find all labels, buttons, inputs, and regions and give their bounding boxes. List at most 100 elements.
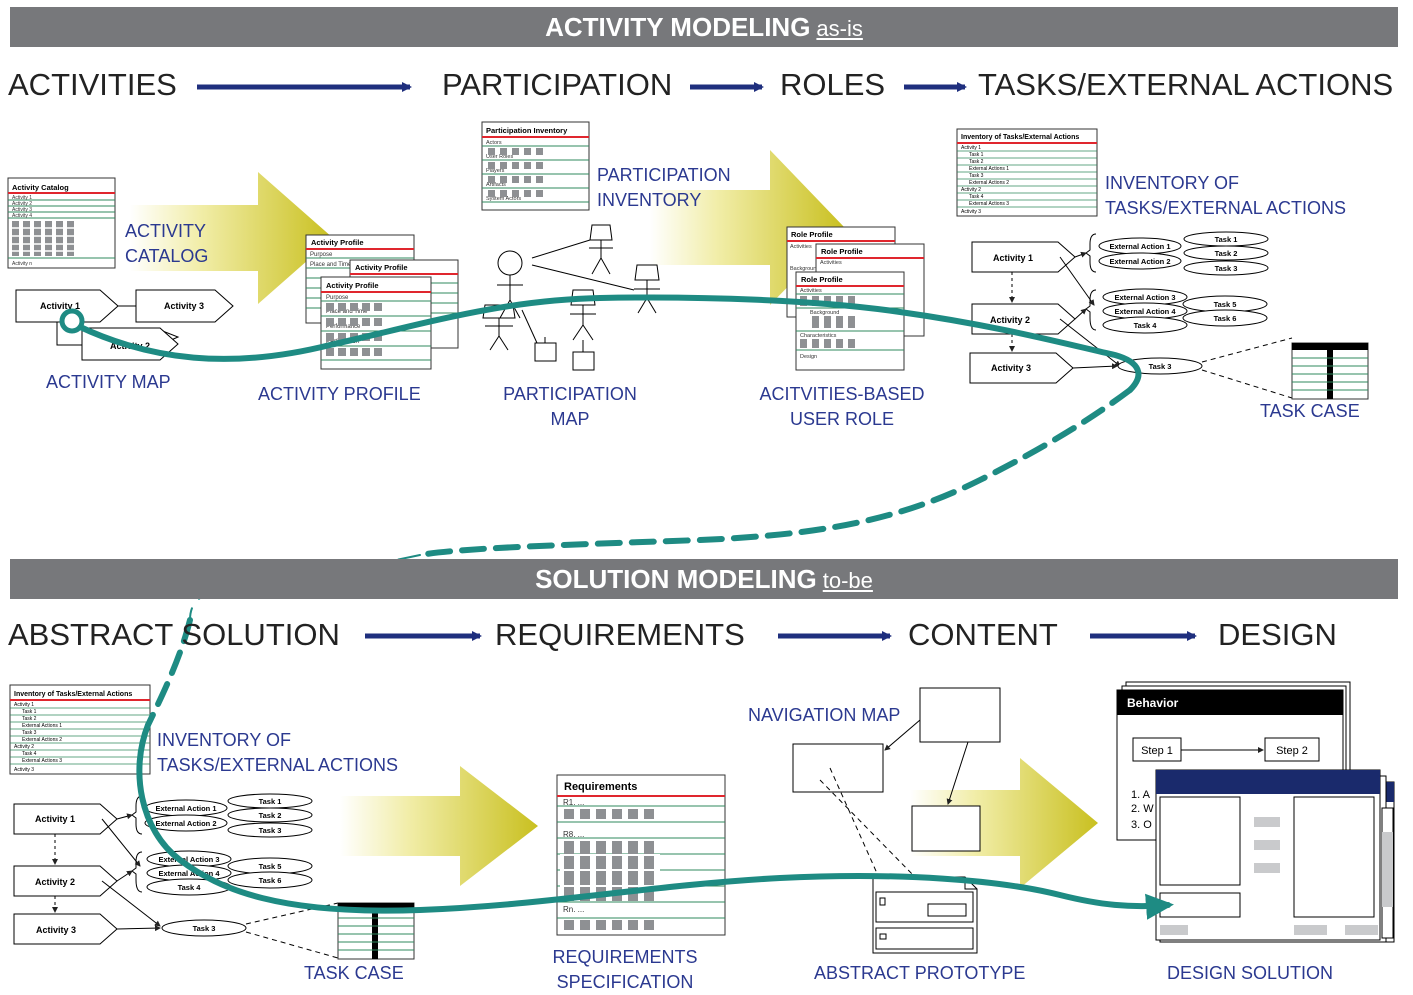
stage-content: CONTENT bbox=[908, 617, 1058, 652]
label-line: INVENTORY OF bbox=[1105, 173, 1240, 193]
external-action: External Action 1 bbox=[1110, 242, 1171, 251]
role-profile-row: Activities bbox=[800, 288, 822, 294]
stage-roles: ROLES bbox=[780, 67, 886, 102]
profile-row: Place and Time bbox=[310, 262, 352, 268]
label-line: ACITVITIES-BASED bbox=[759, 384, 925, 404]
banner-title: SOLUTION MODELING bbox=[535, 564, 817, 594]
activity-catalog-title: Activity Catalog bbox=[12, 183, 69, 192]
label-line: ACTIVITY bbox=[125, 221, 207, 241]
label-line: TASKS/EXTERNAL ACTIONS bbox=[1105, 198, 1347, 218]
stage-abstract-solution: ABSTRACT SOLUTION bbox=[8, 617, 340, 652]
inventory-row: Task 1 bbox=[22, 709, 37, 715]
inventory-row: Activity 1 bbox=[14, 702, 34, 708]
label-line: INVENTORY OF bbox=[157, 730, 292, 750]
role-profile-title: Role Profile bbox=[801, 275, 843, 284]
external-action: External Action 4 bbox=[159, 869, 221, 878]
banner-title: ACTIVITY MODELING bbox=[545, 12, 811, 42]
label-design-solution: DESIGN SOLUTION bbox=[1167, 963, 1334, 983]
actor-icon bbox=[497, 250, 523, 276]
task-node: Task 6 bbox=[259, 876, 282, 885]
role-profile-row: Background bbox=[790, 266, 819, 272]
label-line: REQUIREMENTS bbox=[552, 947, 698, 967]
catalog-row: Activity n bbox=[12, 261, 32, 267]
tasks-inventory-doc-bottom: Inventory of Tasks/External Actions Acti… bbox=[9, 684, 151, 775]
tasks-inventory-title: Inventory of Tasks/External Actions bbox=[14, 691, 132, 698]
task-node: Task 4 bbox=[1134, 321, 1158, 330]
role-profile-row: Background bbox=[810, 310, 839, 316]
label-line: TASKS/EXTERNAL ACTIONS bbox=[157, 755, 399, 775]
task-diagram-top: Activity 1 Activity 2 Activity 3 Externa… bbox=[969, 231, 1293, 399]
stage-activities: ACTIVITIES bbox=[8, 67, 177, 102]
inventory-row: External Actions 1 bbox=[969, 166, 1009, 172]
label-line: USER ROLE bbox=[789, 409, 895, 429]
inventory-row: Task 4 bbox=[22, 751, 37, 757]
stage-tasks-external-actions: TASKS/EXTERNAL ACTIONS bbox=[978, 67, 1394, 102]
activity-map-node: Activity 1 bbox=[40, 301, 80, 311]
label-task-case-bottom: TASK CASE bbox=[304, 963, 404, 983]
activity-catalog-doc: Activity Catalog Activity 1 Activity 2 A… bbox=[7, 177, 116, 269]
task-node: Task 2 bbox=[1215, 249, 1238, 258]
task-node: Task 1 bbox=[259, 797, 282, 806]
inventory-row: External Actions 2 bbox=[969, 180, 1009, 186]
task-node: Task 5 bbox=[259, 862, 282, 871]
external-action: External Action 4 bbox=[1115, 307, 1177, 316]
label-participation-inventory: PARTICIPATION INVENTORY bbox=[597, 163, 731, 213]
participation-inventory-title: Participation Inventory bbox=[486, 126, 568, 135]
label-line: INVENTORY bbox=[597, 190, 702, 210]
label-line: MAP bbox=[550, 409, 590, 429]
profile-row: Purpose bbox=[326, 295, 349, 301]
inventory-row: External Actions 3 bbox=[969, 201, 1009, 207]
role-profile-row: Activities bbox=[790, 244, 812, 250]
label-user-role: ACITVITIES-BASED USER ROLE bbox=[744, 382, 940, 432]
label-task-case-top: TASK CASE bbox=[1260, 401, 1360, 421]
task-node: Task 1 bbox=[1215, 235, 1238, 244]
banner-subtitle: to-be bbox=[822, 568, 873, 593]
task-node: Task 3 bbox=[193, 924, 216, 933]
external-action: External Action 3 bbox=[159, 855, 220, 864]
catalog-row: Activity 4 bbox=[12, 213, 32, 219]
requirement-row: Rn. ... bbox=[563, 905, 584, 914]
catalog-row: Activity 3 bbox=[12, 207, 32, 213]
inventory-row: Task 1 bbox=[969, 152, 984, 158]
inventory-row: Artifacts bbox=[486, 182, 506, 188]
task-activity-node: Activity 1 bbox=[993, 253, 1033, 263]
role-profile-title: Role Profile bbox=[791, 230, 833, 239]
task-node: Task 2 bbox=[259, 811, 282, 820]
label-inventory-tasks-bottom: INVENTORY OF TASKS/EXTERNAL ACTIONS bbox=[157, 728, 398, 778]
behavior-title: Behavior bbox=[1127, 696, 1179, 710]
activity-map: Activity 2 Activity 1 Activity 3 bbox=[15, 289, 234, 361]
participation-inventory-doc: Participation Inventory Actors User Role… bbox=[481, 121, 590, 211]
role-profile-docs: Role Profile Activities Background Role … bbox=[786, 226, 925, 371]
task-node: Task 5 bbox=[1214, 300, 1237, 309]
task-diagram-bottom: Activity 1 Activity 2 Activity 3 Externa… bbox=[13, 793, 339, 959]
external-action: External Action 2 bbox=[156, 819, 217, 828]
inventory-row: Task 4 bbox=[969, 194, 984, 200]
stage-design: DESIGN bbox=[1218, 617, 1337, 652]
task-activity-node: Activity 1 bbox=[35, 814, 75, 824]
inventory-row: User Roles bbox=[486, 154, 513, 160]
design-solution: Behavior Step 1 Step 2 1. A 2. W 3. O bbox=[1116, 681, 1395, 943]
navigation-map bbox=[792, 687, 1001, 929]
journey-start-marker bbox=[59, 308, 85, 334]
label-activity-map: ACTIVITY MAP bbox=[46, 372, 171, 392]
tasks-inventory-title: Inventory of Tasks/External Actions bbox=[961, 134, 1079, 141]
profile-title: Activity Profile bbox=[311, 238, 364, 247]
inventory-row: Task 3 bbox=[969, 173, 984, 179]
profile-row: Performance bbox=[326, 324, 361, 330]
abstract-prototype bbox=[872, 876, 978, 954]
inventory-row: Task 2 bbox=[22, 716, 37, 722]
activity-profile-docs: Activity Profile Purpose Place and Time … bbox=[305, 234, 459, 370]
profile-title: Activity Profile bbox=[355, 263, 408, 272]
task-case-doc-top bbox=[1291, 342, 1369, 400]
role-profile-title: Role Profile bbox=[821, 247, 863, 256]
label-line: SPECIFICATION bbox=[556, 972, 694, 992]
inventory-row: Actors bbox=[486, 140, 502, 146]
stage-participation: PARTICIPATION bbox=[442, 67, 673, 102]
participation-map bbox=[482, 224, 660, 371]
task-activity-node: Activity 2 bbox=[990, 315, 1030, 325]
task-activity-node: Activity 3 bbox=[991, 363, 1031, 373]
catalog-row: Activity 2 bbox=[12, 201, 32, 207]
